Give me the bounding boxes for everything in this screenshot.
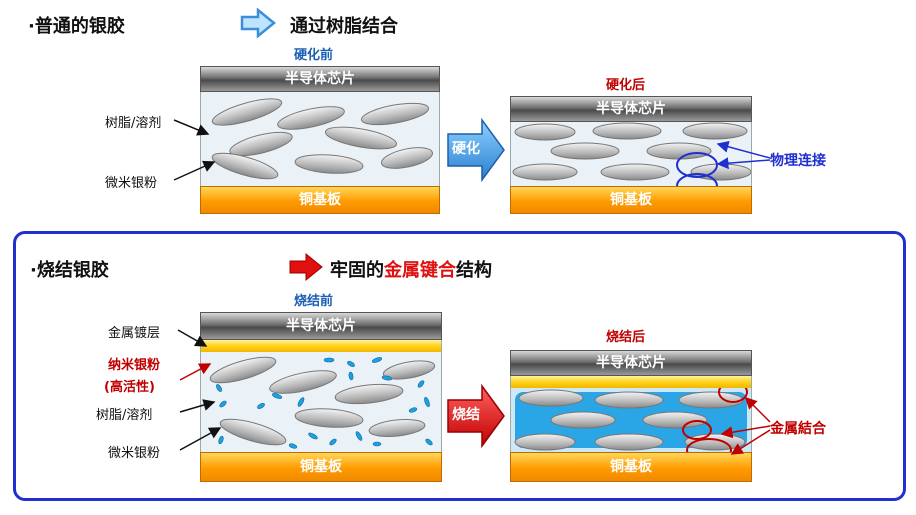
compacted-silver-particles xyxy=(512,122,751,186)
copper-substrate: 铜基板 xyxy=(200,186,440,214)
contact-leader-arrows xyxy=(716,140,771,170)
metal-bond-title-prefix: 牢固的 xyxy=(330,260,384,281)
semiconductor-chip: 半导体芯片 xyxy=(200,66,440,92)
sintered-paste-frame xyxy=(13,231,906,501)
resin-bond-title: 通过树脂结合 xyxy=(290,16,398,37)
micro-silver-particles xyxy=(211,98,434,180)
metal-bond-title-highlight: 金属键合 xyxy=(384,260,456,281)
ordinary-paste-title: ·普通的银胶 xyxy=(28,16,125,37)
sintered-silver-network xyxy=(514,388,748,452)
resin-layer xyxy=(200,352,442,452)
resin-solvent-label: 树脂/溶剂 xyxy=(96,408,153,423)
resin-solvent-label: 树脂/溶剂 xyxy=(105,116,162,131)
after-sinter-label: 烧结后 xyxy=(606,330,646,345)
nano-silver-particles xyxy=(216,357,433,449)
nano-silver-note: (高活性) xyxy=(104,380,155,395)
bond-leader-arrows xyxy=(720,396,771,455)
semiconductor-chip: 半导体芯片 xyxy=(200,312,442,340)
leader-arrows xyxy=(173,119,216,181)
resin-layer xyxy=(510,122,752,186)
micro-silver-label: 微米银粉 xyxy=(105,176,158,191)
sinter-label: 烧结 xyxy=(452,407,480,423)
before-cure-label: 硬化前 xyxy=(294,48,334,63)
micro-silver-label: 微米银粉 xyxy=(108,446,161,461)
sinter-before-stack: 半导体芯片 xyxy=(200,312,442,482)
copper-substrate: 铜基板 xyxy=(510,186,752,214)
metal-plating-layer xyxy=(200,340,442,352)
copper-substrate: 铜基板 xyxy=(510,452,752,482)
sintered-paste-title: ·烧结银胶 xyxy=(30,260,109,281)
metal-plating-label: 金属镀层 xyxy=(108,326,161,341)
metal-bond-title: 牢固的金属键合结构 xyxy=(330,256,492,282)
bottom-leader-arrows xyxy=(177,329,222,451)
physical-contact-label: 物理连接 xyxy=(770,153,826,169)
sintered-layer xyxy=(510,388,752,452)
sinter-process-arrow xyxy=(447,384,505,448)
silver-particles xyxy=(209,356,436,449)
semiconductor-chip: 半导体芯片 xyxy=(510,350,752,376)
cured-after-stack: 半导体芯片 铜基板 xyxy=(510,96,752,214)
semiconductor-chip: 半导体芯片 xyxy=(510,96,752,122)
metal-bond-label: 金属結合 xyxy=(770,421,826,437)
after-cure-label: 硬化后 xyxy=(606,78,646,93)
red-arrow-icon xyxy=(289,252,323,282)
nano-silver-label: 纳米银粉 xyxy=(108,358,161,373)
metal-plating-layer xyxy=(510,376,752,388)
copper-substrate: 铜基板 xyxy=(200,452,442,482)
cure-label: 硬化 xyxy=(452,141,480,157)
resin-layer xyxy=(200,92,440,186)
blue-arrow-icon xyxy=(240,8,276,38)
metal-bond-title-suffix: 结构 xyxy=(456,260,492,281)
sinter-after-stack: 半导体芯片 铜基板 xyxy=(510,350,752,482)
before-sinter-label: 烧结前 xyxy=(294,294,334,309)
cure-process-arrow xyxy=(447,118,505,182)
cured-before-stack: 半导体芯片 铜基板 xyxy=(200,66,440,214)
